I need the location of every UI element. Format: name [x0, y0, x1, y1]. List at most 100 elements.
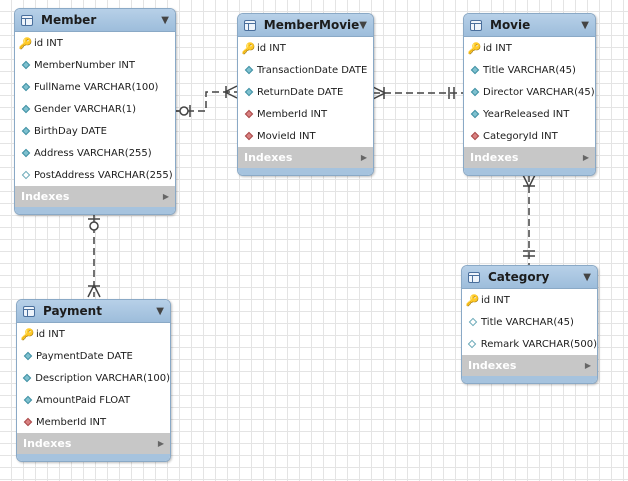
indexes-section[interactable]: Indexes▶	[462, 355, 597, 376]
table-title: Movie	[490, 18, 531, 32]
not-null-column-icon	[19, 60, 32, 70]
indexes-section[interactable]: Indexes ▶	[464, 147, 595, 168]
indexes-label: Indexes	[470, 151, 519, 164]
column-row[interactable]: Gender VARCHAR(1)	[15, 98, 175, 120]
column-row[interactable]: 🔑id INT	[15, 32, 175, 54]
column-row[interactable]: MemberId INT	[17, 411, 170, 433]
nullable-column-icon	[19, 170, 32, 180]
column-row[interactable]: 🔑id INT	[464, 37, 595, 59]
table-member[interactable]: Member ▼ 🔑id INT MemberNumber INT FullNa…	[14, 8, 176, 215]
column-row[interactable]: Address VARCHAR(255)	[15, 142, 175, 164]
table-icon	[470, 19, 482, 31]
table-header[interactable]: Movie ▼	[464, 14, 595, 37]
indexes-section[interactable]: Indexes▶	[17, 433, 170, 454]
foreign-key-icon	[242, 131, 255, 141]
column-row[interactable]: PaymentDate DATE	[17, 345, 170, 367]
not-null-column-icon	[19, 82, 32, 92]
relationship-member-membermovie	[176, 91, 237, 112]
not-null-column-icon	[21, 351, 34, 361]
expand-arrow-icon[interactable]: ▶	[360, 153, 367, 162]
foreign-key-icon	[468, 131, 481, 141]
column-label: TransactionDate DATE	[257, 64, 368, 76]
rel-bars-category	[523, 250, 535, 257]
not-null-column-icon	[242, 87, 255, 97]
column-row[interactable]: 🔑id INT	[238, 37, 373, 59]
table-title: Payment	[43, 304, 102, 318]
table-membermovie[interactable]: MemberMovie ▼ 🔑id INT TransactionDate DA…	[237, 13, 374, 176]
not-null-column-icon	[19, 126, 32, 136]
column-label: Director VARCHAR(45)	[483, 86, 595, 98]
column-label: Remark VARCHAR(500)	[480, 338, 597, 350]
column-row[interactable]: BirthDay DATE	[15, 120, 175, 142]
not-null-column-icon	[468, 109, 481, 119]
column-row[interactable]: 🔑id INT	[17, 323, 170, 345]
table-icon	[21, 14, 33, 26]
table-header[interactable]: Member ▼	[15, 9, 175, 32]
dropdown-arrow-icon[interactable]: ▼	[583, 271, 591, 283]
column-label: MemberId INT	[36, 416, 107, 428]
column-label: Description VARCHAR(100)	[35, 372, 170, 384]
column-list: 🔑id INT Title VARCHAR(45) Director VARCH…	[464, 37, 595, 147]
primary-key-icon: 🔑	[467, 41, 482, 55]
column-row[interactable]: Title VARCHAR(45)	[464, 59, 595, 81]
column-row[interactable]: AmountPaid FLOAT	[17, 389, 170, 411]
rel-crowfoot-payment	[87, 283, 101, 298]
not-null-column-icon	[242, 65, 255, 75]
not-null-column-icon	[21, 373, 33, 383]
table-category[interactable]: Category ▼ 🔑id INT Title VARCHAR(45) Rem…	[461, 265, 598, 384]
column-label: FullName VARCHAR(100)	[34, 81, 159, 93]
rel-bars-movie	[448, 87, 455, 99]
column-label: Address VARCHAR(255)	[34, 147, 152, 159]
column-row[interactable]: FullName VARCHAR(100)	[15, 76, 175, 98]
table-footer	[15, 207, 175, 214]
rel-crowfoot-movie	[522, 174, 536, 189]
expand-arrow-icon[interactable]: ▶	[162, 192, 169, 201]
column-row[interactable]: PostAddress VARCHAR(255)	[15, 164, 175, 186]
column-label: ReturnDate DATE	[257, 86, 344, 98]
expand-arrow-icon[interactable]: ▶	[157, 439, 164, 448]
indexes-section[interactable]: Indexes ▶	[15, 186, 175, 207]
table-footer	[464, 168, 595, 175]
column-row[interactable]: Title VARCHAR(45)	[462, 311, 597, 333]
column-label: Gender VARCHAR(1)	[34, 103, 136, 115]
table-footer	[17, 454, 170, 461]
dropdown-arrow-icon[interactable]: ▼	[581, 19, 589, 31]
dropdown-arrow-icon[interactable]: ▼	[161, 14, 169, 26]
column-row[interactable]: MemberNumber INT	[15, 54, 175, 76]
column-label: PaymentDate DATE	[36, 350, 133, 362]
expand-arrow-icon[interactable]: ▶	[582, 153, 589, 162]
expand-arrow-icon[interactable]: ▶	[584, 361, 591, 370]
table-movie[interactable]: Movie ▼ 🔑id INT Title VARCHAR(45) Direct…	[463, 13, 596, 176]
column-row[interactable]: MemberId INT	[238, 103, 373, 125]
column-row[interactable]: TransactionDate DATE	[238, 59, 373, 81]
table-header[interactable]: Category ▼	[462, 266, 597, 289]
nullable-column-icon	[466, 339, 479, 349]
column-row[interactable]: 🔑id INT	[462, 289, 597, 311]
column-row[interactable]: Description VARCHAR(100)	[17, 367, 170, 389]
column-row[interactable]: YearReleased INT	[464, 103, 595, 125]
column-label: Title VARCHAR(45)	[483, 64, 576, 76]
table-title: Category	[488, 270, 550, 284]
column-row[interactable]: CategoryId INT	[464, 125, 595, 147]
table-header[interactable]: MemberMovie ▼	[238, 14, 373, 37]
column-row[interactable]: ReturnDate DATE	[238, 81, 373, 103]
table-icon	[244, 19, 256, 31]
not-null-column-icon	[21, 395, 34, 405]
indexes-label: Indexes	[244, 151, 293, 164]
column-label: id INT	[34, 37, 63, 49]
primary-key-icon: 🔑	[18, 36, 33, 50]
dropdown-arrow-icon[interactable]: ▼	[359, 19, 367, 31]
indexes-section[interactable]: Indexes ▶	[238, 147, 373, 168]
table-icon	[23, 305, 35, 317]
column-row[interactable]: MovieId INT	[238, 125, 373, 147]
column-row[interactable]: Remark VARCHAR(500)	[462, 333, 597, 355]
column-label: Title VARCHAR(45)	[481, 316, 574, 328]
indexes-label: Indexes	[21, 190, 70, 203]
column-label: AmountPaid FLOAT	[36, 394, 131, 406]
table-payment[interactable]: Payment ▼ 🔑id INT PaymentDate DATE Descr…	[16, 299, 171, 462]
primary-key-icon: 🔑	[241, 41, 256, 55]
column-row[interactable]: Director VARCHAR(45)	[464, 81, 595, 103]
primary-key-icon: 🔑	[20, 327, 35, 341]
table-header[interactable]: Payment ▼	[17, 300, 170, 323]
dropdown-arrow-icon[interactable]: ▼	[156, 305, 164, 317]
